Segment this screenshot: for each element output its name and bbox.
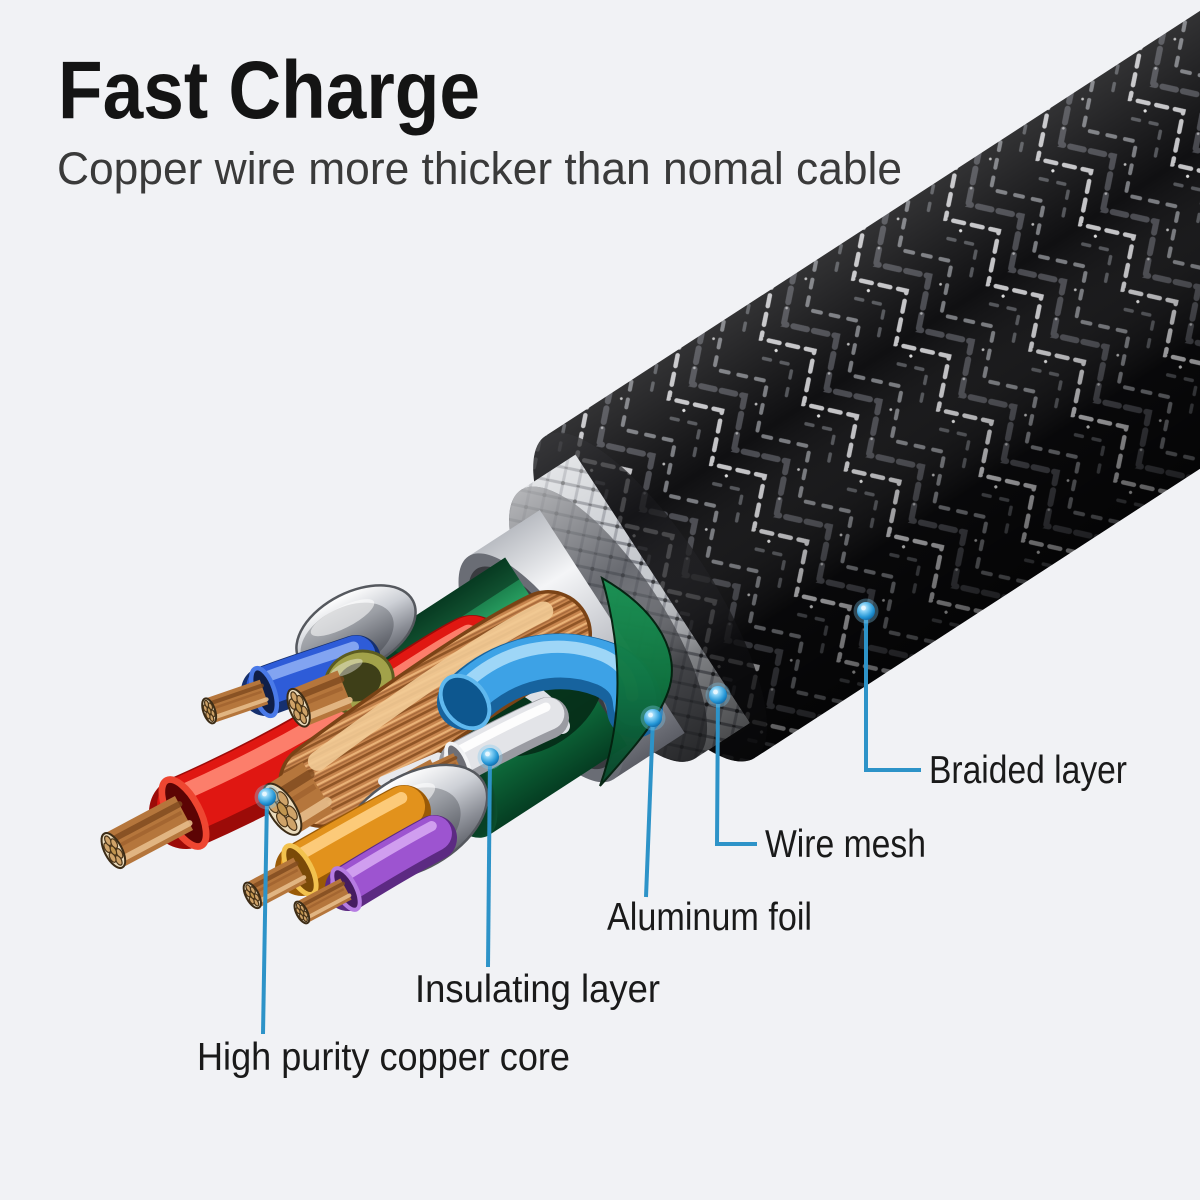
callout-line-braided-layer: [864, 611, 921, 772]
callout-wire-mesh: Wire mesh: [705, 682, 926, 866]
label-wire-mesh: Wire mesh: [765, 823, 926, 866]
copper-strand-tip: [242, 843, 319, 910]
page-subtitle: Copper wire more thicker than nomal cabl…: [57, 143, 902, 194]
insulation-lobe: [599, 575, 673, 787]
callout-dot-high-purity-copper-core: [258, 788, 276, 806]
inner-wires: [100, 575, 673, 925]
callout-dot-highlight: [485, 751, 490, 757]
callout-dot-wire-mesh: [709, 686, 727, 704]
purple-wire: [293, 815, 457, 925]
callout-dot-insulating-layer: [481, 748, 499, 766]
label-high-purity-copper-core: High purity copper core: [197, 1036, 570, 1079]
callout-line-wire-mesh: [714, 694, 757, 846]
callout-dot-highlight: [861, 605, 866, 611]
callout-braided-layer: Braided layer: [853, 598, 1127, 792]
callout-aluminum-foil: Aluminum foil: [607, 705, 812, 939]
copper-strand-tip: [100, 776, 210, 870]
orange-wire: [242, 785, 431, 910]
olive-wire-end: [286, 649, 395, 728]
callout-line-insulating-layer: [486, 756, 492, 968]
label-aluminum-foil: Aluminum foil: [607, 896, 812, 939]
callout-dot-highlight: [648, 712, 653, 718]
callout-dot-highlight: [713, 689, 718, 695]
callout-high-purity-copper-core: High purity copper core: [197, 784, 570, 1079]
callout-dot-aluminum-foil: [644, 709, 662, 727]
callout-line-high-purity-copper-core: [261, 796, 269, 1035]
label-braided-layer: Braided layer: [929, 749, 1127, 792]
callout-line-aluminum-foil: [644, 717, 655, 898]
callout-dot-braided-layer: [857, 602, 875, 620]
callout-dot-highlight: [262, 791, 267, 797]
copper-strand-tip: [293, 866, 362, 925]
page-title: Fast Charge: [58, 45, 480, 136]
copper-strand-tip: [201, 665, 280, 725]
callout-insulating-layer: Insulating layer: [415, 744, 660, 1011]
label-insulating-layer: Insulating layer: [415, 968, 660, 1011]
copper-strand-tip: [286, 670, 353, 728]
